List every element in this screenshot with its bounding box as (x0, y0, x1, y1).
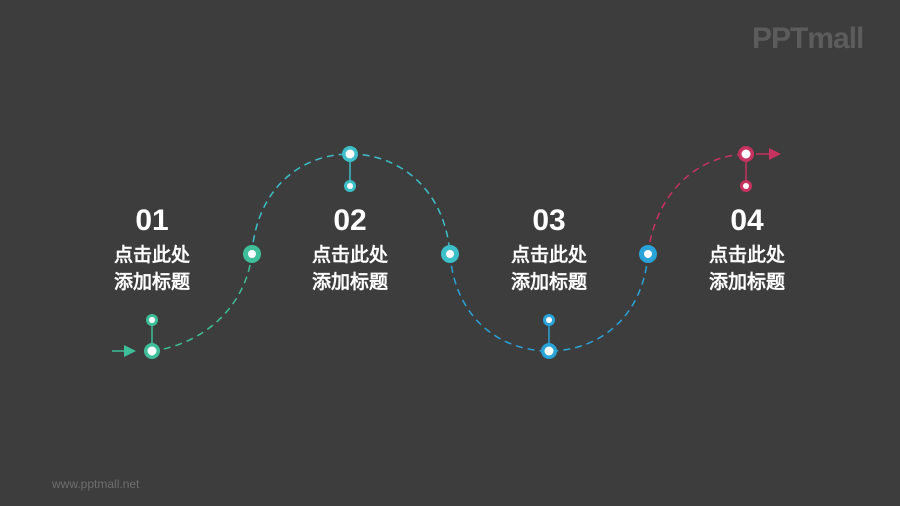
step-number: 04 (730, 204, 764, 237)
step-title-line1: 点击此处 (113, 244, 190, 266)
step-title-line1: 点击此处 (708, 244, 785, 266)
pptmall-logo: PPTmall (752, 22, 864, 55)
footer-url: www.pptmall.net (52, 477, 140, 491)
step-number: 02 (333, 204, 367, 237)
step-1[interactable]: 01 点击此处 添加标题 (92, 204, 212, 296)
step-title-line2: 添加标题 (113, 271, 190, 293)
step-title-line2: 添加标题 (510, 271, 587, 293)
step-title-line1: 点击此处 (311, 244, 388, 266)
step-3[interactable]: 03 点击此处 添加标题 (489, 204, 609, 296)
step-number: 03 (532, 204, 566, 237)
step-2[interactable]: 02 点击此处 添加标题 (290, 204, 410, 296)
step-4[interactable]: 04 点击此处 添加标题 (687, 204, 807, 296)
step-number: 01 (135, 204, 169, 237)
step-title-line1: 点击此处 (510, 244, 587, 266)
step-title-line2: 添加标题 (311, 271, 388, 293)
step-title-line2: 添加标题 (708, 271, 785, 293)
